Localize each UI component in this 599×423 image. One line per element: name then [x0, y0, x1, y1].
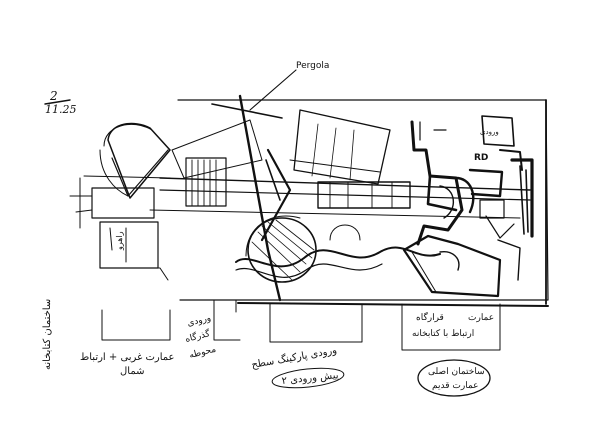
label-rd: RD — [474, 153, 488, 163]
left-vertical-label: ساختمان کتابخانه — [42, 299, 53, 370]
right-note-line1: قرارگاه — [416, 311, 444, 323]
right-note-line3: ارتباط با کتابخانه — [412, 329, 474, 339]
sheet-number: 2 11.25 — [44, 89, 77, 116]
right-note-line2: عمارت — [468, 313, 494, 323]
annotation-brackets — [101, 299, 501, 351]
right-building: RD ورودی — [410, 115, 534, 246]
label-small-1: راهرو — [115, 231, 124, 251]
central-circle — [245, 215, 317, 283]
center-note-line2: پیش ورودی ۲ — [281, 370, 339, 387]
stair-block — [171, 119, 263, 207]
center-note-line1: ورودی پارکینگ سطح — [250, 344, 338, 371]
central-axis — [149, 69, 531, 302]
left-wing: راهرو — [69, 187, 159, 269]
center-left-note-line3: محوطه — [188, 345, 217, 361]
plan-frame — [79, 99, 549, 307]
right-oval-line2: عمارت قدیم — [432, 381, 479, 391]
central-bar — [317, 181, 411, 209]
wavy-path — [235, 224, 441, 278]
right-oval-line1: ساختمان اصلی — [428, 367, 485, 377]
left-pavilion — [99, 122, 171, 199]
right-rhombus — [402, 234, 521, 298]
sheet-number-code: 11.25 — [45, 103, 77, 116]
left-note-line2: شمال — [120, 366, 144, 377]
center-left-note-line1: ورودی — [186, 313, 212, 329]
left-note-line1: عمارت غربی + ارتباط — [80, 352, 175, 363]
label-small-2: ورودی — [480, 128, 499, 136]
sheet-number-top: 2 — [49, 89, 58, 103]
sloped-wing — [289, 109, 391, 185]
label-pergola: Pergola — [296, 61, 329, 71]
center-left-note-line2: گذرگاه — [184, 327, 212, 345]
